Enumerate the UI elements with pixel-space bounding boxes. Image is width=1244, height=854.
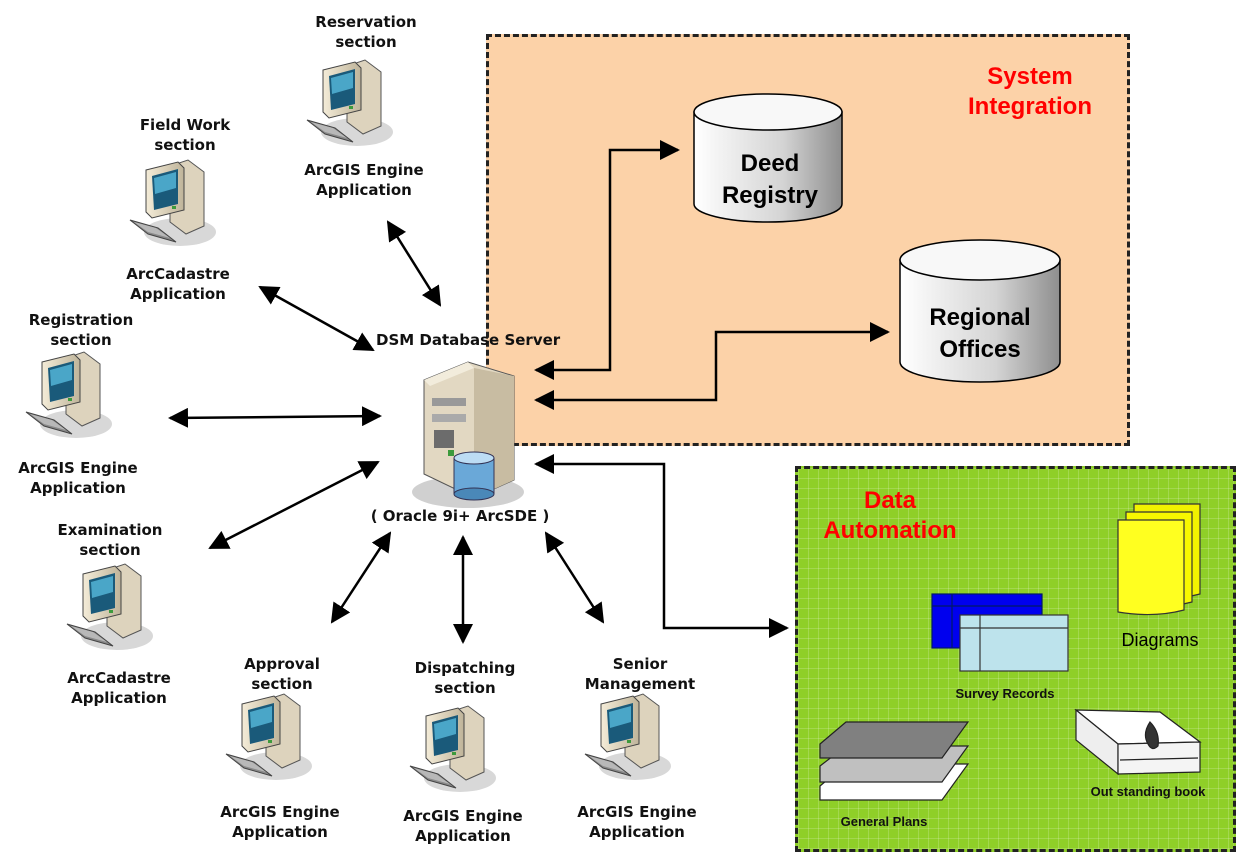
data-automation-title: Data Automation	[823, 487, 957, 544]
system-integration-title: System Integration	[968, 63, 1092, 120]
survey-records-label: Survey Records	[955, 686, 1055, 701]
connection-arrows	[168, 140, 890, 644]
arrow-approval	[330, 531, 392, 624]
arrow-examination	[208, 460, 380, 550]
general-plans-label: General Plans	[840, 814, 928, 829]
arrow-data-automation	[534, 454, 789, 638]
arrow-fieldwork	[258, 285, 375, 352]
server-db-label: ( Oracle 9i+ ArcSDE )	[370, 507, 550, 525]
arrow-senior	[544, 531, 605, 624]
deed-registry-cylinder	[693, 93, 843, 223]
computer-icon	[225, 693, 313, 781]
regional-offices-cylinder	[899, 239, 1061, 383]
diagrams-label: Diagrams	[1121, 630, 1199, 650]
computer-icon	[306, 59, 394, 147]
regional-offices-label: Regional Offices	[929, 304, 1031, 363]
computer-icon	[66, 563, 154, 651]
book-label: Out standing book	[1090, 784, 1206, 799]
arrow-reservation	[386, 220, 442, 307]
arrow-registration	[168, 406, 382, 428]
deed-registry-label: Deed Registry	[721, 150, 819, 209]
general-plans-icon	[819, 721, 970, 801]
computer-icon	[129, 159, 217, 247]
server-name-label: DSM Database Server	[376, 331, 561, 349]
arrow-regional-offices	[534, 322, 890, 410]
computer-icon	[409, 705, 497, 793]
computer-icon	[25, 351, 113, 439]
survey-records-icon	[931, 593, 1069, 672]
diagrams-icon	[1117, 503, 1201, 616]
book-icon	[1074, 708, 1202, 776]
server-icon	[412, 361, 524, 508]
computer-icon	[584, 693, 672, 781]
